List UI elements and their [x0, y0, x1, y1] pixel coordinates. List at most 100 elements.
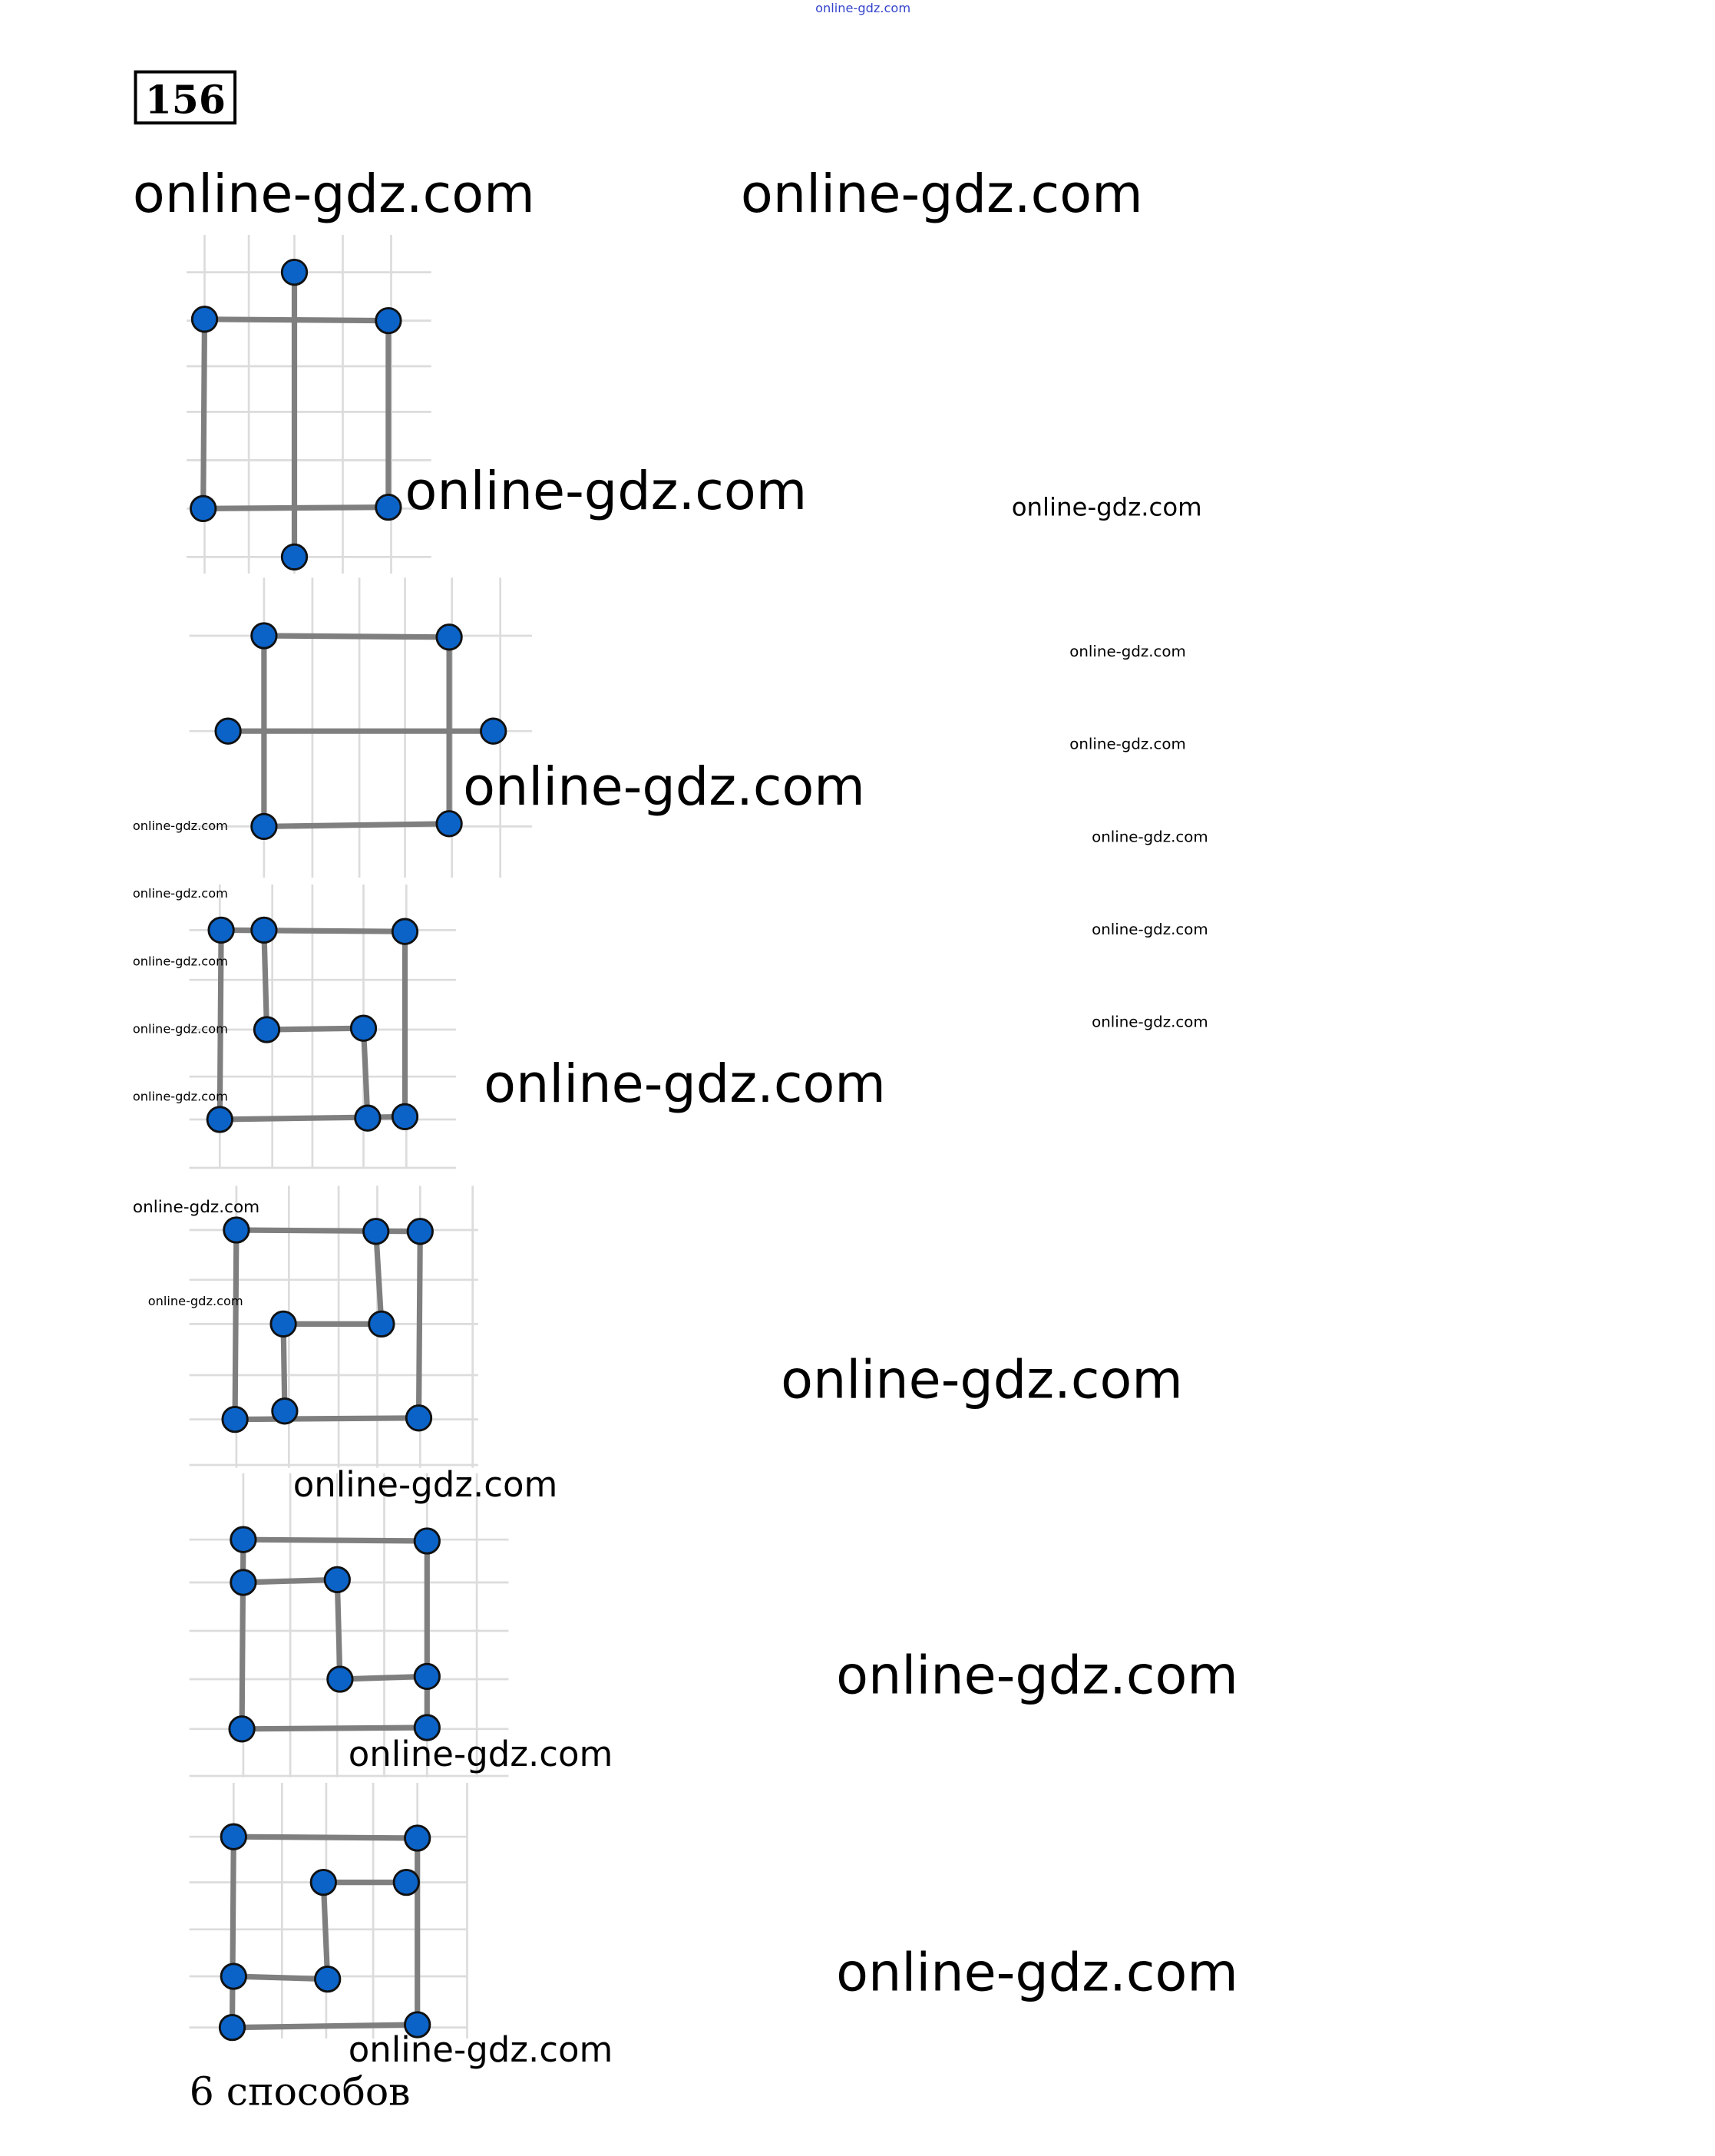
point: [230, 1569, 257, 1596]
point: [314, 1965, 342, 1993]
point: [250, 812, 278, 841]
segment: [320, 1880, 331, 1982]
watermark-text: online-gdz.com: [148, 1294, 243, 1308]
point: [480, 717, 507, 745]
point: [391, 1103, 419, 1131]
point: [309, 1868, 337, 1896]
watermarks: online-gdz.com online-gdz.com online-gdz.c…: [133, 164, 1238, 2070]
point: [218, 2013, 246, 2042]
segment: [239, 1724, 430, 1732]
segment: [373, 1228, 385, 1327]
point: [190, 494, 217, 523]
watermark-text: online-gdz.com: [1092, 1014, 1208, 1031]
grid: [187, 235, 431, 574]
point: [391, 918, 419, 945]
segment: [233, 1227, 423, 1235]
watermark-text: online-gdz.com: [405, 461, 808, 522]
point: [220, 1823, 247, 1850]
top-watermark: online-gdz.com: [815, 1, 910, 15]
segment: [280, 1321, 288, 1414]
point: [214, 717, 242, 745]
point: [326, 1665, 354, 1693]
watermark-text: online-gdz.com: [293, 1464, 558, 1505]
watermark-text: online-gdz.com: [741, 164, 1143, 225]
point: [190, 306, 219, 333]
task-number-box: [134, 70, 237, 125]
point: [220, 1963, 247, 1990]
point: [435, 810, 463, 838]
figure-2: [189, 577, 533, 878]
figure-5: [189, 1473, 509, 1777]
watermark-text: online-gdz.com: [349, 1734, 613, 1774]
watermark-text: online-gdz.com: [484, 1054, 886, 1115]
point: [323, 1566, 351, 1594]
point: [413, 1662, 441, 1691]
point: [280, 543, 309, 571]
point: [435, 623, 463, 651]
point: [250, 916, 278, 944]
segment: [232, 1415, 422, 1423]
watermark-text: online-gdz.com: [133, 1198, 259, 1217]
segment: [232, 1227, 240, 1423]
watermark-text: online-gdz.com: [1069, 643, 1186, 660]
watermark-text: online-gdz.com: [463, 757, 865, 818]
point: [354, 1104, 382, 1132]
segment: [200, 316, 208, 511]
figure-1: [187, 235, 431, 574]
point: [375, 493, 402, 521]
segment: [240, 1536, 430, 1544]
point: [404, 2011, 431, 2039]
segment: [360, 1025, 371, 1121]
watermark-text: online-gdz.com: [133, 1022, 228, 1037]
figure-6: [189, 1783, 468, 2042]
point: [413, 1527, 441, 1555]
segment: [239, 1536, 246, 1732]
watermark-text: online-gdz.com: [133, 1090, 228, 1104]
segment: [415, 1228, 423, 1421]
point: [368, 1310, 395, 1338]
watermark-text: online-gdz.com: [349, 2029, 613, 2070]
watermark-text: online-gdz.com: [781, 1350, 1183, 1410]
point: [253, 1016, 281, 1043]
point: [271, 1397, 299, 1425]
segment: [263, 1025, 367, 1033]
watermark-text: online-gdz.com: [836, 1943, 1238, 2004]
segment: [229, 2022, 421, 2031]
segment: [229, 1834, 236, 2031]
point: [392, 1868, 420, 1896]
figures: [187, 235, 533, 2042]
point: [375, 306, 402, 335]
point: [280, 258, 309, 286]
segment: [230, 1973, 331, 1982]
watermark-text: online-gdz.com: [1092, 921, 1208, 938]
point: [413, 1714, 441, 1741]
point: [206, 1106, 233, 1133]
segment: [240, 1576, 340, 1586]
watermark-text: online-gdz.com: [133, 164, 535, 225]
watermark-text: online-gdz.com: [133, 818, 228, 833]
segment: [230, 1834, 421, 1841]
segment: [261, 633, 452, 640]
point: [207, 916, 235, 944]
segment: [218, 927, 408, 934]
watermark-text: online-gdz.com: [133, 886, 228, 901]
segment: [337, 1673, 430, 1682]
figure-3: [189, 885, 457, 1169]
point: [250, 622, 278, 650]
point: [406, 1218, 434, 1245]
answer-text: 6 способов: [190, 2068, 411, 2114]
watermark-text: online-gdz.com: [133, 954, 228, 968]
point: [362, 1218, 390, 1245]
watermark-text: online-gdz.com: [1069, 736, 1186, 753]
point: [269, 1310, 297, 1338]
segment: [261, 821, 452, 829]
point: [230, 1526, 257, 1553]
segment: [216, 927, 224, 1123]
point: [405, 1404, 433, 1432]
watermark-text: online-gdz.com: [1012, 492, 1202, 521]
watermark-text: online-gdz.com: [1092, 828, 1208, 845]
task-number: 156: [145, 78, 226, 123]
point: [221, 1405, 249, 1433]
point: [223, 1216, 250, 1244]
